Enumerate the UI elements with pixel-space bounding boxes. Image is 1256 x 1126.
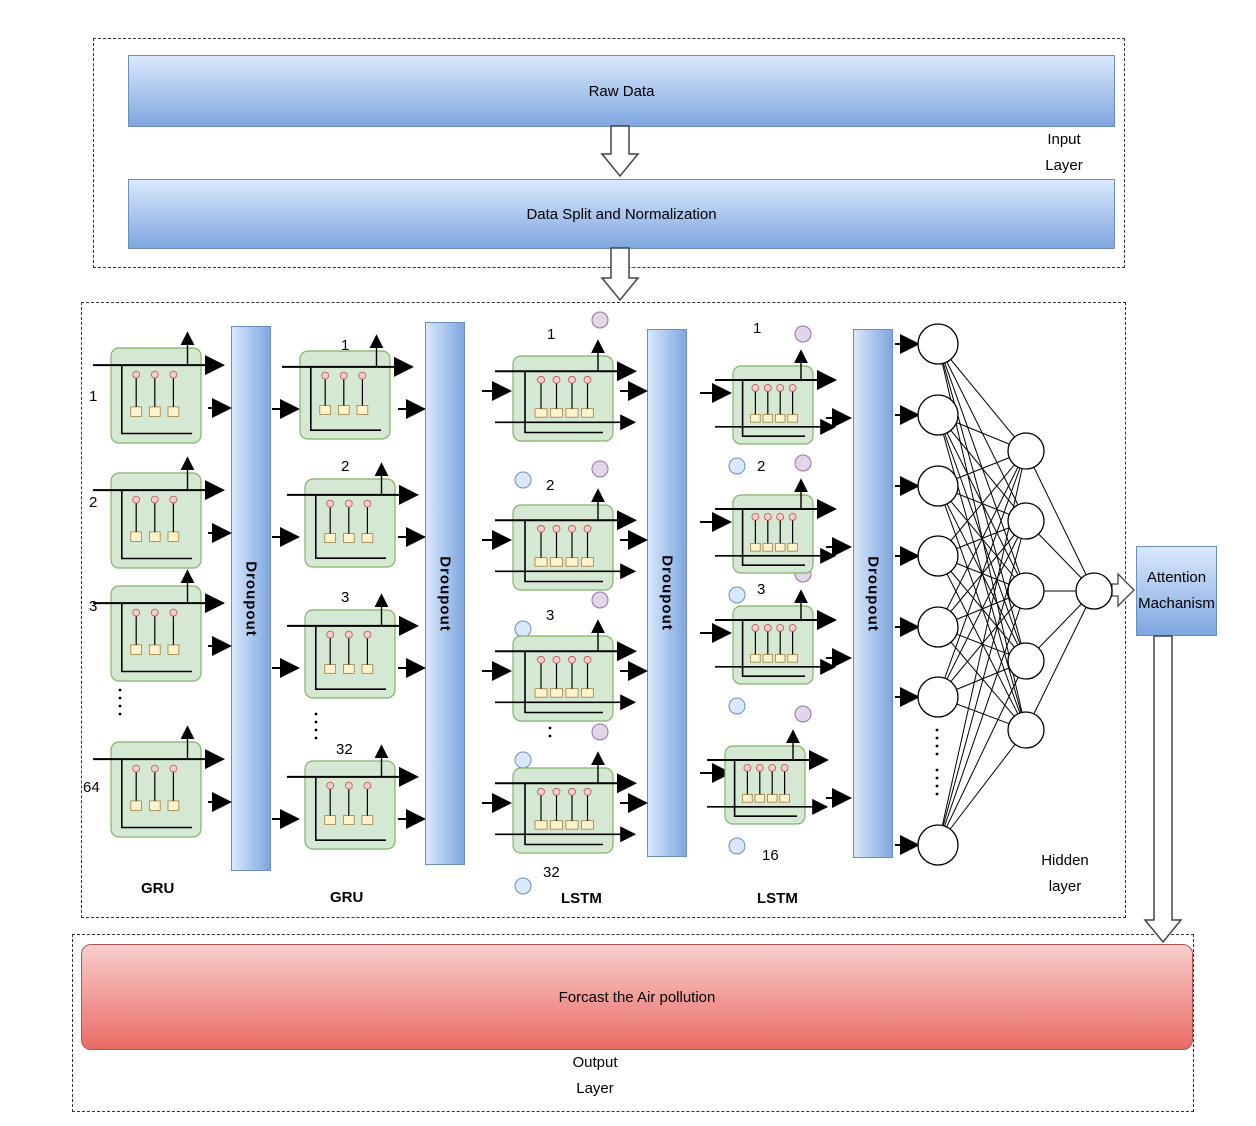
- output-layer-label-line2: Layer: [576, 1080, 614, 1097]
- raw-data-label: Raw Data: [588, 82, 655, 100]
- output-layer-label: Output Layer: [566, 1050, 624, 1102]
- output-layer-label-line1: Output: [572, 1054, 618, 1071]
- dense2-node-2-label: D2: [1016, 512, 1036, 529]
- lstm1-unit-1: 1: [547, 326, 556, 343]
- lstm1-unit-32: 32: [543, 864, 560, 881]
- gru2-unit-3: 3: [341, 589, 350, 606]
- lstm2-title: LSTM: [757, 890, 798, 907]
- dense1-node-1-label: D1: [928, 335, 948, 352]
- lstm1-title: LSTM: [561, 890, 602, 907]
- gru2-unit-32: 32: [336, 741, 353, 758]
- dense1-node-5-label: D5: [928, 618, 948, 635]
- lstm2-unit-3: 3: [757, 581, 766, 598]
- forecast-block: Forcast the Air pollution: [81, 944, 1193, 1050]
- dense2-node-5-label: D8: [1016, 721, 1036, 738]
- dropout-bar-2: Droupout: [425, 322, 465, 865]
- input-layer-label: Input Layer: [1038, 127, 1090, 179]
- dense1-node-4-label: D4: [928, 547, 948, 564]
- lstm2-unit-2: 2: [757, 458, 766, 475]
- gru2-unit-2: 2: [341, 458, 350, 475]
- output-layer-box: [72, 934, 1194, 1112]
- dropout-label-3: Droupout: [658, 555, 676, 631]
- gru1-unit-1: 1: [89, 388, 98, 405]
- attention-mechanism-block: Attention Machanism: [1136, 546, 1217, 636]
- lstm1-unit-2: 2: [546, 477, 555, 494]
- input-layer-label-line1: Input: [1047, 131, 1081, 148]
- dense2-node-4-label: D4: [1016, 652, 1036, 669]
- hidden-layer-label: Hidden layer: [1036, 848, 1094, 900]
- lstm2-unit-1: 1: [753, 320, 762, 337]
- dense2-node-3-label: D3: [1016, 582, 1036, 599]
- gru2-unit-1: 1: [341, 337, 350, 354]
- data-split-block: Data Split and Normalization: [128, 179, 1115, 249]
- hidden-layer-label-line2: layer: [1048, 878, 1082, 895]
- gru1-unit-64: 64: [83, 779, 100, 796]
- attention-line1: Attention: [1146, 569, 1207, 586]
- lstm2-unit-16: 16: [762, 847, 779, 864]
- dropout-label-1: Droupout: [242, 560, 260, 637]
- dropout-bar-4: Droupout: [853, 329, 893, 858]
- dense1-node-6-label: D6: [928, 688, 948, 705]
- dense1-node-7-label: D16: [924, 836, 952, 853]
- gru2-title: GRU: [330, 889, 364, 906]
- hidden-layer-label-line1: Hidden: [1041, 852, 1089, 869]
- raw-data-block: Raw Data: [128, 55, 1115, 127]
- lstm1-unit-3: 3: [546, 607, 555, 624]
- gru1-unit-3: 3: [89, 598, 98, 615]
- arrow-attention-to-output: [1143, 635, 1183, 944]
- data-split-label: Data Split and Normalization: [526, 205, 717, 223]
- forecast-label: Forcast the Air pollution: [558, 988, 716, 1006]
- input-layer-label-line2: Layer: [1045, 157, 1083, 174]
- gru1-title: GRU: [141, 880, 175, 897]
- dropout-label-2: Droupout: [436, 555, 454, 632]
- dense1-node-2-label: D2: [928, 406, 948, 423]
- gru1-unit-2: 2: [89, 494, 98, 511]
- dense3-node-1-label: D1: [1084, 582, 1104, 599]
- dropout-bar-1: Droupout: [231, 326, 271, 871]
- attention-line2: Machanism: [1138, 595, 1215, 612]
- hidden-layer-box: [81, 302, 1126, 918]
- dense2-node-1-label: D1: [1016, 442, 1036, 459]
- dropout-label-4: Droupout: [864, 555, 882, 632]
- dense1-node-3-label: D3: [928, 477, 948, 494]
- dropout-bar-3: Droupout: [647, 329, 687, 857]
